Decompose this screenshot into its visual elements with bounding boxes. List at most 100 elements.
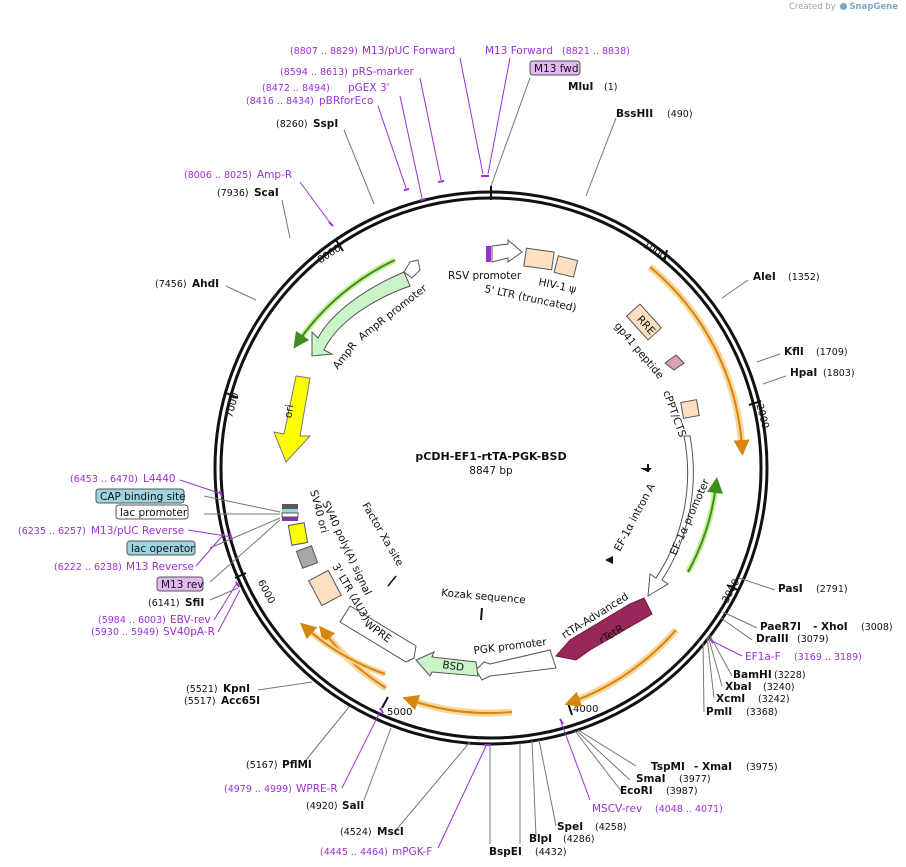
feature-label-rsv: RSV promoter bbox=[448, 270, 522, 282]
orf-arcs bbox=[300, 264, 750, 717]
site-scai[interactable]: ScaI bbox=[254, 187, 279, 199]
site-blpi[interactable]: BlpI bbox=[529, 833, 552, 845]
site-kfli[interactable]: KflI bbox=[784, 346, 804, 358]
site-xbai[interactable]: XbaI bbox=[725, 681, 752, 693]
feature-sv40-polya[interactable] bbox=[295, 545, 319, 569]
site-bsshii-pos: (490) bbox=[667, 109, 693, 120]
site-ecori-pos: (3987) bbox=[666, 786, 698, 797]
primer-prs-pos: (8594 .. 8613) bbox=[280, 67, 348, 78]
feature-cppt[interactable] bbox=[680, 399, 700, 419]
box-m13-rev[interactable]: M13 rev bbox=[156, 576, 204, 592]
primer-ampr[interactable]: Amp-R bbox=[257, 169, 292, 181]
feature-label-kozak: Kozak sequence bbox=[441, 587, 526, 606]
plasmid-name: pCDH-EF1-rtTA-PGK-BSD bbox=[415, 450, 566, 463]
feature-rtetr[interactable] bbox=[555, 597, 653, 661]
feature-factorxa[interactable] bbox=[387, 575, 397, 587]
site-alei[interactable]: AleI bbox=[753, 271, 776, 283]
primer-m13puc-fwd[interactable]: M13/pUC Forward bbox=[362, 45, 455, 57]
site-bamhi-pos: (3228) bbox=[774, 670, 806, 681]
primer-mscv[interactable]: MSCV-rev bbox=[592, 803, 642, 815]
primer-m13puc-rev[interactable]: M13/pUC Reverse bbox=[91, 525, 184, 537]
tick-5000: 5000 bbox=[387, 707, 412, 718]
tick-7000: 7000 bbox=[224, 392, 241, 419]
feature-ampr-promoter[interactable] bbox=[403, 259, 421, 279]
feature-rre[interactable] bbox=[625, 303, 663, 341]
box-m13-rev-label: M13 rev bbox=[161, 579, 204, 591]
site-xmai[interactable]: - XmaI bbox=[694, 761, 732, 773]
site-mlui[interactable]: MluI bbox=[568, 81, 593, 93]
feature-ori[interactable] bbox=[273, 375, 312, 463]
site-acc65i-pos: (5517) bbox=[184, 696, 216, 707]
primer-m13-fwd[interactable]: M13 Forward bbox=[485, 45, 553, 57]
feature-ef1a-promoter[interactable] bbox=[647, 435, 694, 597]
primer-prs[interactable]: pRS-marker bbox=[352, 66, 415, 78]
primer-l4440[interactable]: L4440 bbox=[143, 473, 176, 485]
site-sfii[interactable]: SfiI bbox=[185, 597, 204, 609]
feature-label-factorxa: Factor Xa site bbox=[359, 501, 405, 569]
primer-ebv-pos: (5984 .. 6003) bbox=[98, 615, 166, 626]
site-paer7i[interactable]: PaeR7I bbox=[760, 621, 801, 633]
site-ahdi[interactable]: AhdI bbox=[192, 278, 219, 290]
site-acc65i[interactable]: Acc65I bbox=[221, 695, 260, 707]
feature-hiv-psi[interactable] bbox=[523, 247, 555, 271]
site-kpni[interactable]: KpnI bbox=[223, 683, 250, 695]
primer-pbr[interactable]: pBRforEco bbox=[319, 95, 373, 107]
feature-intron-mark-top bbox=[640, 468, 652, 472]
feature-ltr5[interactable] bbox=[553, 255, 579, 278]
primer-mpgk-pos: (4445 .. 4464) bbox=[320, 847, 388, 858]
feature-kozak[interactable] bbox=[480, 607, 483, 621]
primer-pgex3[interactable]: pGEX 3' bbox=[348, 82, 390, 94]
site-sali[interactable]: SalI bbox=[342, 800, 364, 812]
tick-8000: 8000 bbox=[316, 243, 343, 266]
site-pmli[interactable]: PmlI bbox=[706, 706, 732, 718]
feature-sv40-ori[interactable] bbox=[287, 522, 309, 546]
site-bsshii[interactable]: BssHII bbox=[616, 108, 653, 120]
site-draiii[interactable]: DraIII bbox=[756, 633, 789, 645]
site-hpai[interactable]: HpaI bbox=[790, 367, 817, 379]
primer-ebv[interactable]: EBV-rev bbox=[170, 614, 211, 626]
primer-wpre-pos: (4979 .. 4999) bbox=[224, 784, 292, 795]
tick-4000: 4000 bbox=[573, 704, 598, 715]
site-spei[interactable]: SpeI bbox=[557, 821, 583, 833]
site-bspei-pos: (4432) bbox=[535, 847, 567, 858]
lac-elements[interactable] bbox=[281, 504, 299, 521]
primer-m13-rev[interactable]: M13 Reverse bbox=[126, 561, 194, 573]
site-pflmi[interactable]: PflMI bbox=[282, 759, 312, 771]
site-mlui-pos: (1) bbox=[604, 82, 617, 93]
primer-wpre[interactable]: WPRE-R bbox=[296, 783, 338, 795]
box-laco-label: lac operator bbox=[131, 543, 195, 555]
primer-ef1af-pos: (3169 .. 3189) bbox=[794, 652, 862, 663]
box-m13-fwd[interactable]: M13 fwd bbox=[529, 60, 581, 76]
primer-mpgk[interactable]: mPGK-F bbox=[392, 846, 432, 858]
site-hpai-pos: (1803) bbox=[823, 368, 855, 379]
site-smai[interactable]: SmaI bbox=[636, 773, 666, 785]
box-lacp-label: lac promoter bbox=[120, 507, 188, 519]
site-msci[interactable]: MscI bbox=[377, 826, 404, 838]
site-pasi[interactable]: PasI bbox=[778, 583, 803, 595]
site-pasi-pos: (2791) bbox=[816, 584, 848, 595]
primer-ampr-pos: (8006 .. 8025) bbox=[184, 170, 252, 181]
feature-rsv-promoter[interactable] bbox=[486, 238, 523, 263]
primer-mscv-pos: (4048 .. 4071) bbox=[655, 804, 723, 815]
site-blpi-pos: (4286) bbox=[563, 834, 595, 845]
feature-bsd[interactable] bbox=[415, 651, 479, 677]
feature-wpre[interactable] bbox=[339, 605, 417, 663]
site-xcmi-pos: (3242) bbox=[758, 694, 790, 705]
site-sspi[interactable]: SspI bbox=[313, 118, 338, 130]
feature-ltr3[interactable] bbox=[308, 569, 342, 607]
box-lac-promoter[interactable]: lac promoter bbox=[115, 504, 189, 520]
feature-gp41[interactable] bbox=[664, 354, 685, 371]
site-bamhi[interactable]: BamHI bbox=[733, 669, 772, 681]
primer-sv40pa[interactable]: SV40pA-R bbox=[163, 626, 215, 638]
site-bspei[interactable]: BspEI bbox=[489, 846, 522, 858]
site-tspmi[interactable]: TspMI bbox=[651, 761, 685, 773]
box-cap-binding-site[interactable]: CAP binding site bbox=[95, 488, 186, 504]
box-lac-operator[interactable]: lac operator bbox=[126, 540, 196, 556]
site-draiii-pos: (3079) bbox=[797, 634, 829, 645]
primer-ef1af[interactable]: EF1a-F bbox=[745, 651, 781, 663]
site-ecori[interactable]: EcoRI bbox=[620, 785, 653, 797]
site-xhoi[interactable]: - XhoI bbox=[813, 621, 848, 633]
feature-pgk-promoter[interactable] bbox=[475, 649, 557, 681]
site-xcmi[interactable]: XcmI bbox=[716, 693, 745, 705]
feature-ampr[interactable] bbox=[311, 271, 411, 357]
